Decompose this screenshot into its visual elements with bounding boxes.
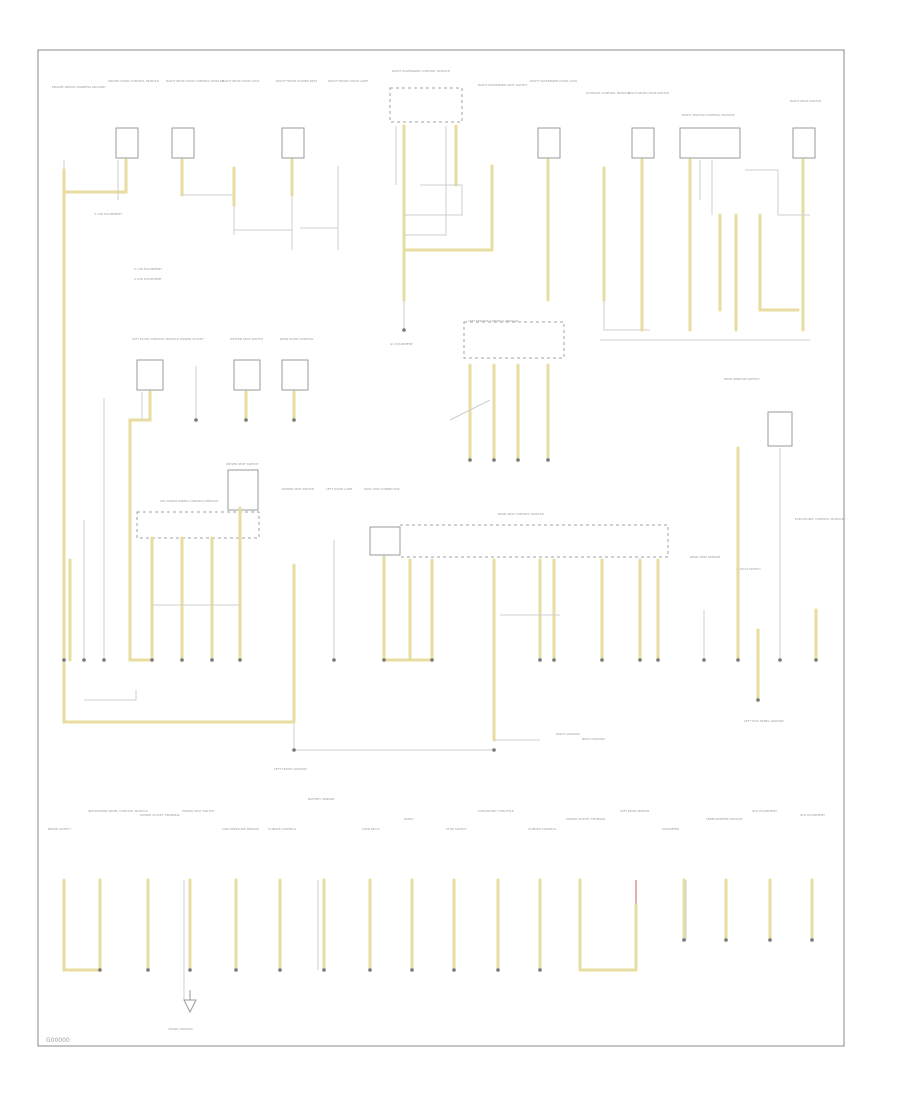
component-box	[227, 469, 259, 511]
component-label: RIGHT PASSENGER CONTROL MODULE	[392, 69, 450, 73]
component-label: RIGHT PASSENGER SEAT SWITCH	[478, 83, 527, 87]
component-label: STORAGE CONTROL MODULE	[586, 91, 630, 95]
ground-label: RIGHT GROUND	[556, 732, 581, 736]
component-label: CLIMATE CONTROL	[268, 827, 297, 831]
ground-labels: G1 EQUIPMENT LEFT FRONT GROUND RIGHT GRO…	[167, 342, 785, 1031]
diagram-code: G00000	[46, 1037, 70, 1044]
component-label: POWER SEAT SWITCH	[182, 809, 214, 813]
component-box	[792, 127, 816, 159]
top-component-labels: ENGINE WIRING HARNESS GROUND DRIVER DOOR…	[52, 69, 821, 117]
component-box	[171, 127, 195, 159]
component-label: RIGHT SERVICE CONTROL MODULE	[682, 113, 735, 117]
component-label: BRAKE SWITCH	[48, 827, 71, 831]
component-label: RIGHT REAR SWITCH	[790, 99, 821, 103]
bottom-wires	[62, 878, 814, 1000]
component-box	[679, 127, 741, 159]
component-box	[537, 127, 561, 159]
component-box	[463, 321, 565, 359]
component-box	[389, 87, 463, 123]
component-label: REAR WINDOW SWITCH	[724, 377, 760, 381]
component-label: RADIO	[404, 817, 414, 821]
bottom-component-labels: BRAKE SWITCH INSTRUMENT PANEL CONTROL MO…	[48, 797, 825, 831]
component-label: ODOMETER	[662, 827, 679, 831]
component-label: ENGINE WIRING HARNESS GROUND	[52, 85, 106, 89]
component-label: REAR SEAT CONTROL MODULE	[498, 512, 544, 516]
component-label: DATA LINK CONNECTOR	[364, 487, 400, 491]
top-component-row	[115, 87, 816, 159]
component-label: RIGHT REAR DOOR CONTROL MODULE	[166, 79, 224, 83]
top-wires	[62, 124, 810, 662]
component-label: LOW PRESSURE SENSOR	[222, 827, 259, 831]
component-box	[281, 359, 309, 391]
component-label: SPEEDOMETER MODULE	[706, 817, 743, 821]
component-label: FUSE RELAY	[362, 827, 380, 831]
component-label: HEATED SEAT SWITCH	[230, 337, 263, 341]
ground-label: G1 EQUIPMENT	[390, 342, 413, 346]
ground-label: BODY GROUND	[582, 737, 606, 741]
equipment-note: S LHD EQUIPMENT	[134, 277, 162, 281]
component-label: RIGHT REAR DOOR LOCK	[222, 79, 260, 83]
component-label: DRIVER SEAT SWITCH	[226, 462, 258, 466]
component-label: CLIMATE CONTROL	[528, 827, 557, 831]
component-label: HLD EQUIPMENT	[752, 809, 777, 813]
ground-label: TRUNK GROUND	[167, 1027, 193, 1031]
component-box	[136, 359, 164, 391]
component-box	[369, 526, 401, 556]
component-label: LEFT DOOR LAMP	[326, 487, 352, 491]
bottom-ground-points	[98, 938, 814, 972]
component-label: CLUTCH SWITCH	[736, 567, 761, 571]
component-label: LEFT SERVICE CONTROL MODULE	[468, 319, 518, 323]
component-box	[399, 524, 669, 558]
component-label: ELECTRONIC THROTTLE	[478, 809, 514, 813]
component-label: POWER OUTLET TERMINAL	[140, 813, 180, 817]
component-label: LEFT DOOR CONTROL MODULE	[132, 337, 179, 341]
component-label: POWER SEAT SWITCH	[282, 487, 314, 491]
component-label: REAR DOOR CONTROL	[280, 337, 314, 341]
component-label: ELECTRONIC CONTROL MODULE	[795, 517, 844, 521]
component-label: POWER OUTLET	[180, 337, 204, 341]
component-label: RIGHT PASSENGER DOOR LOCK	[530, 79, 578, 83]
component-label: DRIVER DOOR CONTROL MODULE	[108, 79, 159, 83]
equipment-note: V LHD EQUIPMENT	[94, 212, 122, 216]
component-box	[136, 511, 260, 539]
component-label: INSTRUMENT PANEL CONTROL MODULE	[88, 809, 148, 813]
diagram-frame	[37, 49, 845, 1047]
component-box	[233, 359, 261, 391]
middle-component-labels: LEFT SERVICE CONTROL MODULE POWER OUTLET…	[132, 319, 844, 571]
equipment-note: C LHD EQUIPMENT	[134, 267, 162, 271]
component-box	[631, 127, 655, 159]
component-label: RIGHT FRONT POWER SEAT	[276, 79, 317, 83]
component-label: LEFT REAR SENSOR	[620, 809, 650, 813]
component-box	[115, 127, 139, 159]
component-label: STOP SWITCH	[446, 827, 467, 831]
component-label: RIGHT REAR DOOR SWITCH	[628, 91, 669, 95]
component-box	[767, 411, 793, 447]
middle-component-boxes	[136, 321, 793, 558]
component-label: HLD EQUIPMENT	[800, 813, 825, 817]
component-label: AIR CONDITIONING CONTROL MODULE	[160, 499, 218, 503]
component-box	[281, 127, 305, 159]
ground-symbol	[183, 990, 197, 1014]
component-label: RIGHT FRONT DOOR LAMP	[328, 79, 368, 83]
ground-label: LEFT FRONT GROUND	[274, 767, 307, 771]
component-label: REAR VIEW SENSOR	[690, 555, 720, 559]
middle-ground-points	[62, 328, 818, 752]
ground-label: LEFT KICK PANEL GROUND	[744, 719, 785, 723]
component-label: BATTERY SENSOR	[308, 797, 334, 801]
middle-wires	[62, 363, 818, 751]
component-label: POWER OUTLET TERMINAL	[566, 817, 606, 821]
